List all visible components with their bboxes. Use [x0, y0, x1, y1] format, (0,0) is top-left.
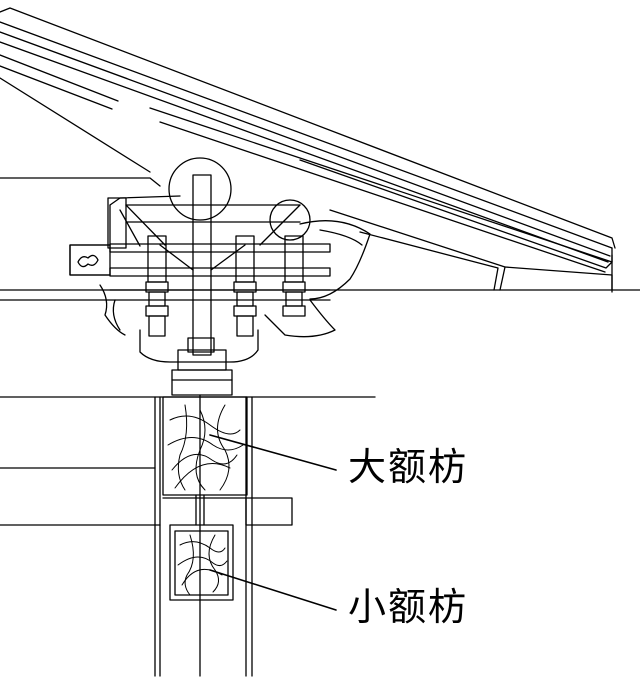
bracket-blocks: [145, 281, 306, 337]
small-architrave-grain: [177, 534, 228, 596]
large-architrave-grain: [167, 404, 244, 491]
purlin-circle: [168, 157, 232, 221]
label-large-architrave: 大额枋: [348, 445, 469, 489]
leader-lines: [209, 434, 337, 611]
leader-line-2: [209, 569, 337, 611]
large-architrave: [162, 396, 248, 496]
bracket-set: [69, 157, 371, 396]
column-and-beams: [0, 394, 376, 677]
small-architrave: [169, 524, 234, 601]
leader-line-1: [209, 434, 337, 471]
label-small-architrave: 小额枋: [348, 585, 469, 629]
small-purlin-circle: [269, 199, 311, 241]
roof-slope: [0, 7, 616, 293]
